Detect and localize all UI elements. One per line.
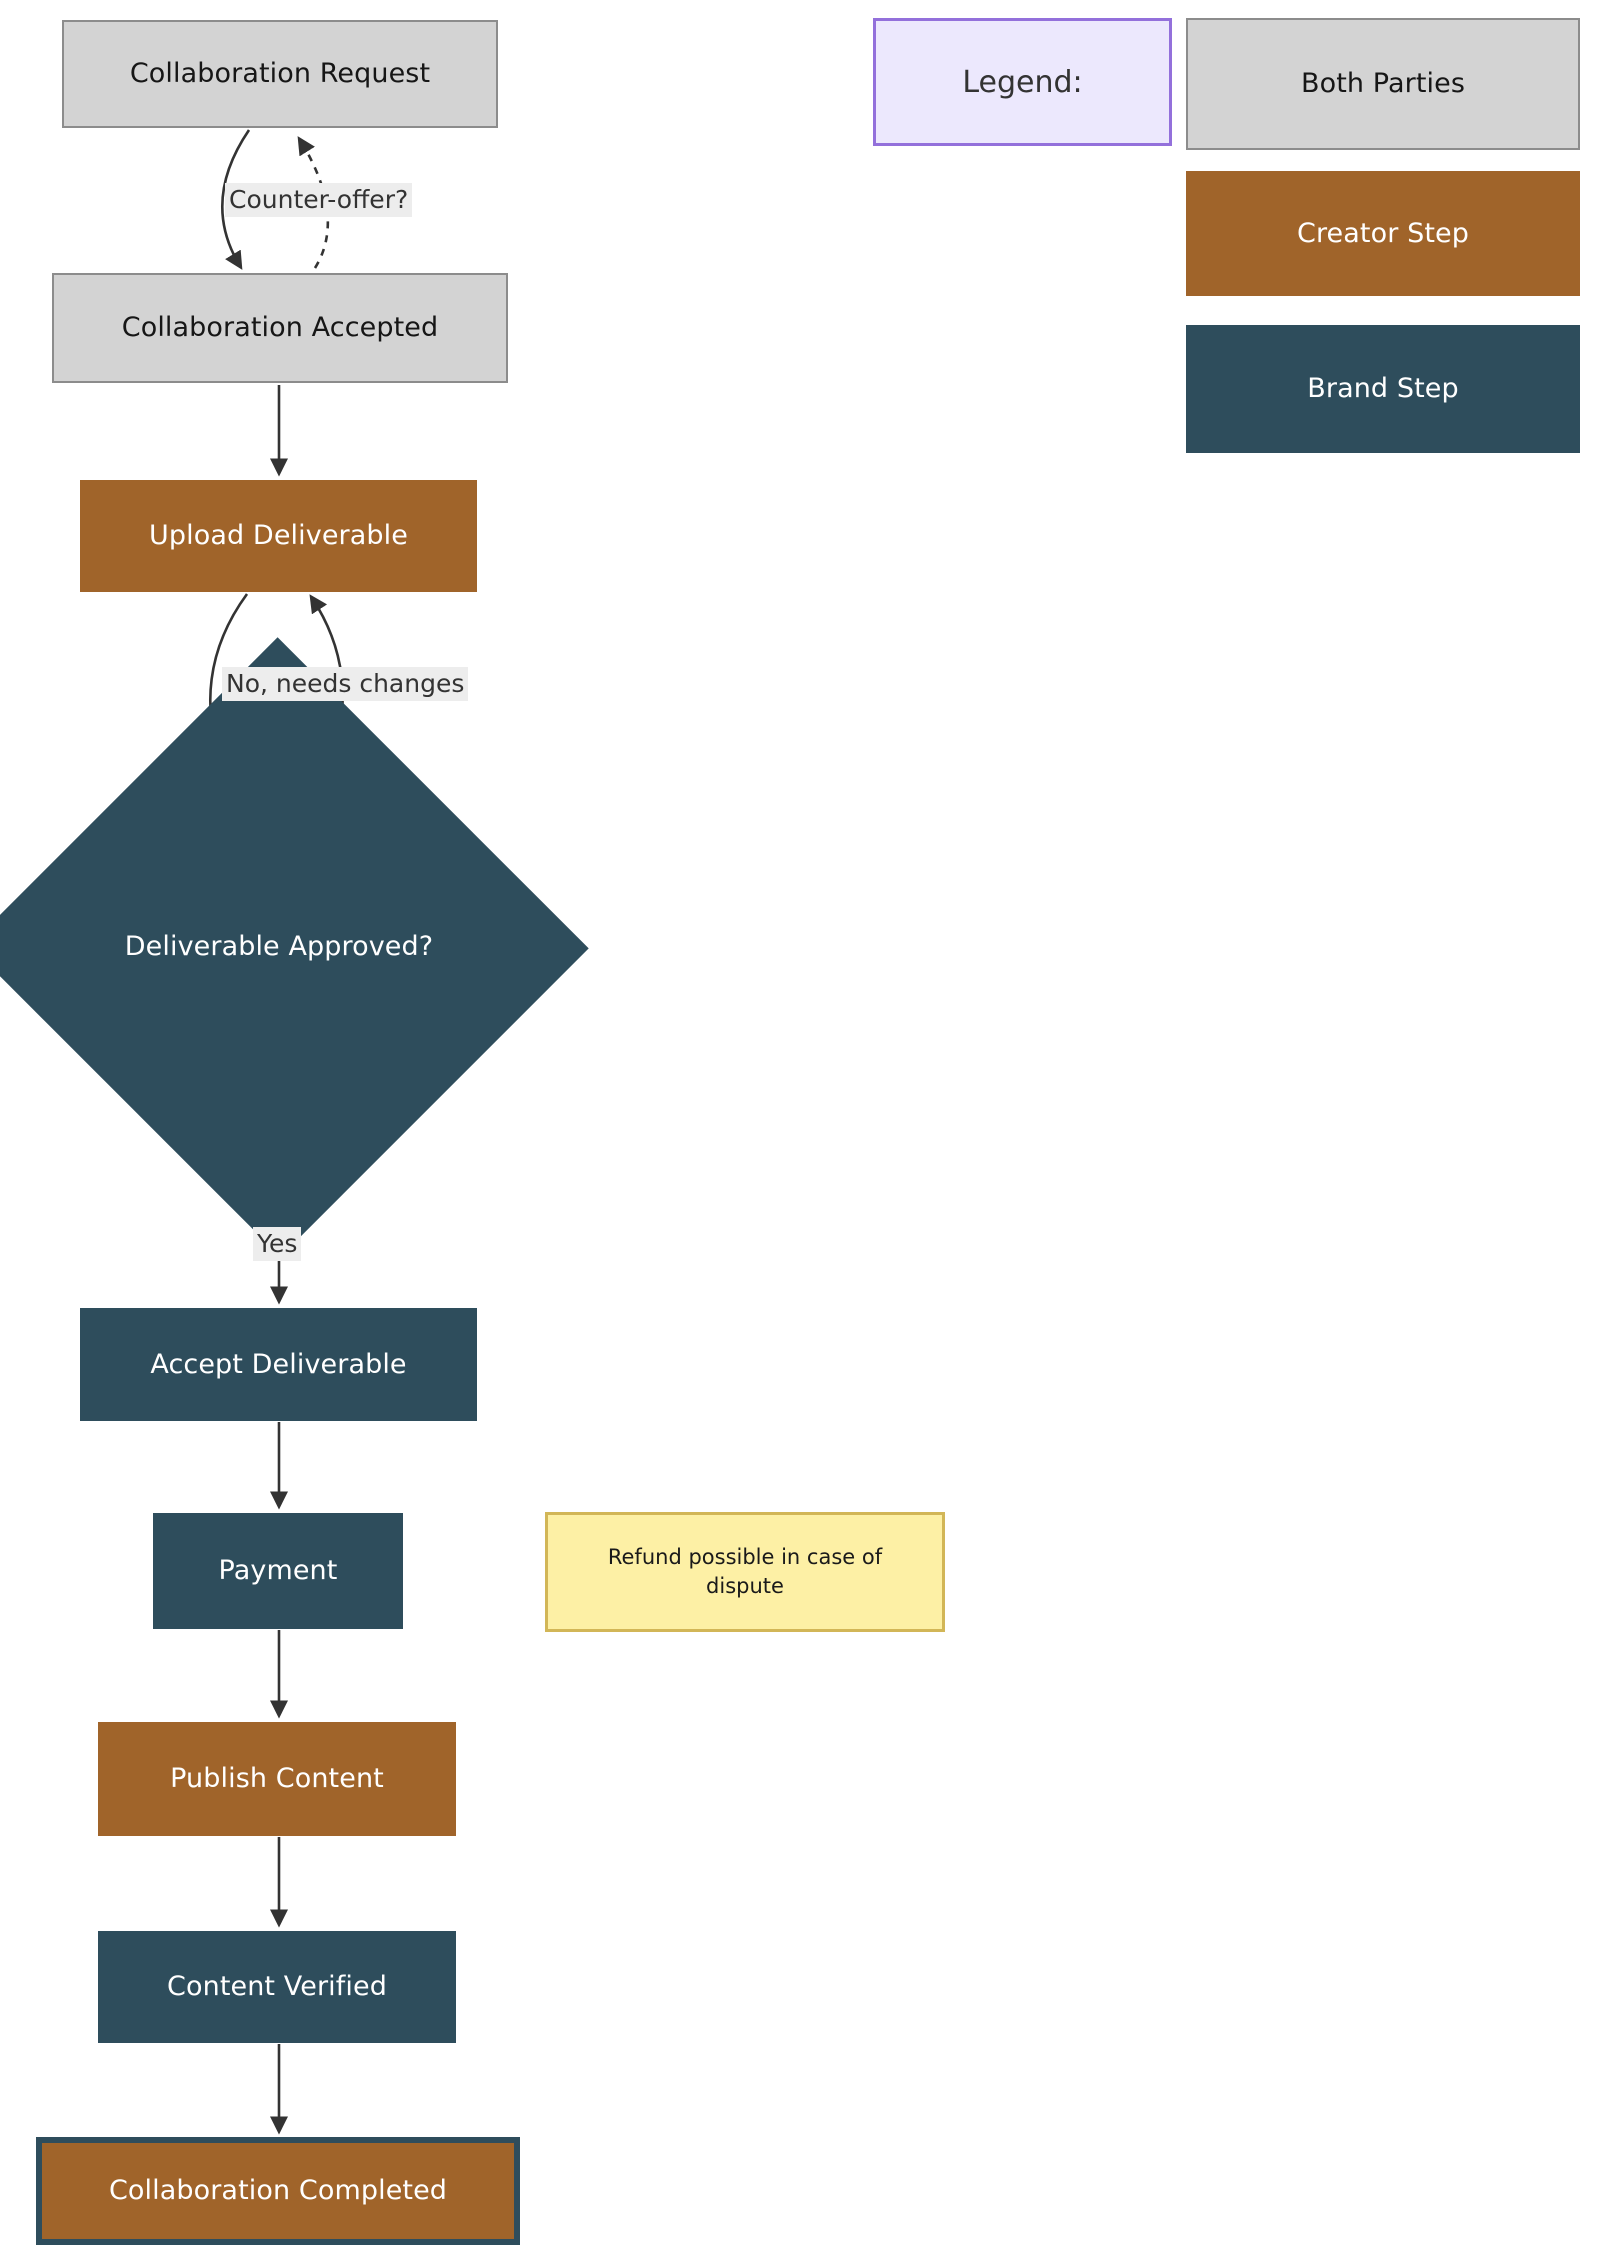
node-label: Collaboration Accepted [121, 312, 439, 344]
node-label: Accept Deliverable [150, 1348, 407, 1380]
legend-item-label: Both Parties [1300, 68, 1465, 100]
legend-item-creator-step: Creator Step [1186, 171, 1580, 296]
node-label: Content Verified [167, 1971, 387, 2003]
node-collaboration-completed[interactable]: Collaboration Completed [36, 2137, 520, 2245]
node-collaboration-accepted[interactable]: Collaboration Accepted [52, 273, 508, 383]
legend-item-both-parties: Both Parties [1186, 18, 1580, 150]
edge-label-counter-offer: Counter-offer? [225, 183, 413, 217]
edge-label-yes: Yes [253, 1227, 302, 1261]
node-label: Upload Deliverable [149, 520, 408, 552]
note-refund: Refund possible in case of dispute [545, 1512, 945, 1632]
node-publish-content[interactable]: Publish Content [98, 1722, 456, 1836]
node-label: Publish Content [170, 1763, 384, 1795]
edge-label-needs-changes: No, needs changes [222, 667, 469, 701]
node-deliverable-approved[interactable]: Deliverable Approved? [0, 637, 589, 1257]
legend-title: Legend: [873, 18, 1172, 146]
legend-item-label: Creator Step [1297, 217, 1469, 249]
node-label: Collaboration Completed [108, 2175, 448, 2207]
node-content-verified[interactable]: Content Verified [98, 1931, 456, 2043]
node-collaboration-request[interactable]: Collaboration Request [62, 20, 498, 128]
legend-item-brand-step: Brand Step [1186, 325, 1580, 453]
node-payment[interactable]: Payment [153, 1513, 403, 1629]
node-label: Collaboration Request [129, 58, 431, 90]
node-upload-deliverable[interactable]: Upload Deliverable [80, 480, 477, 592]
node-accept-deliverable[interactable]: Accept Deliverable [80, 1308, 477, 1421]
node-label: Deliverable Approved? [124, 931, 434, 963]
node-label: Payment [218, 1555, 338, 1587]
legend-item-label: Brand Step [1307, 373, 1459, 405]
